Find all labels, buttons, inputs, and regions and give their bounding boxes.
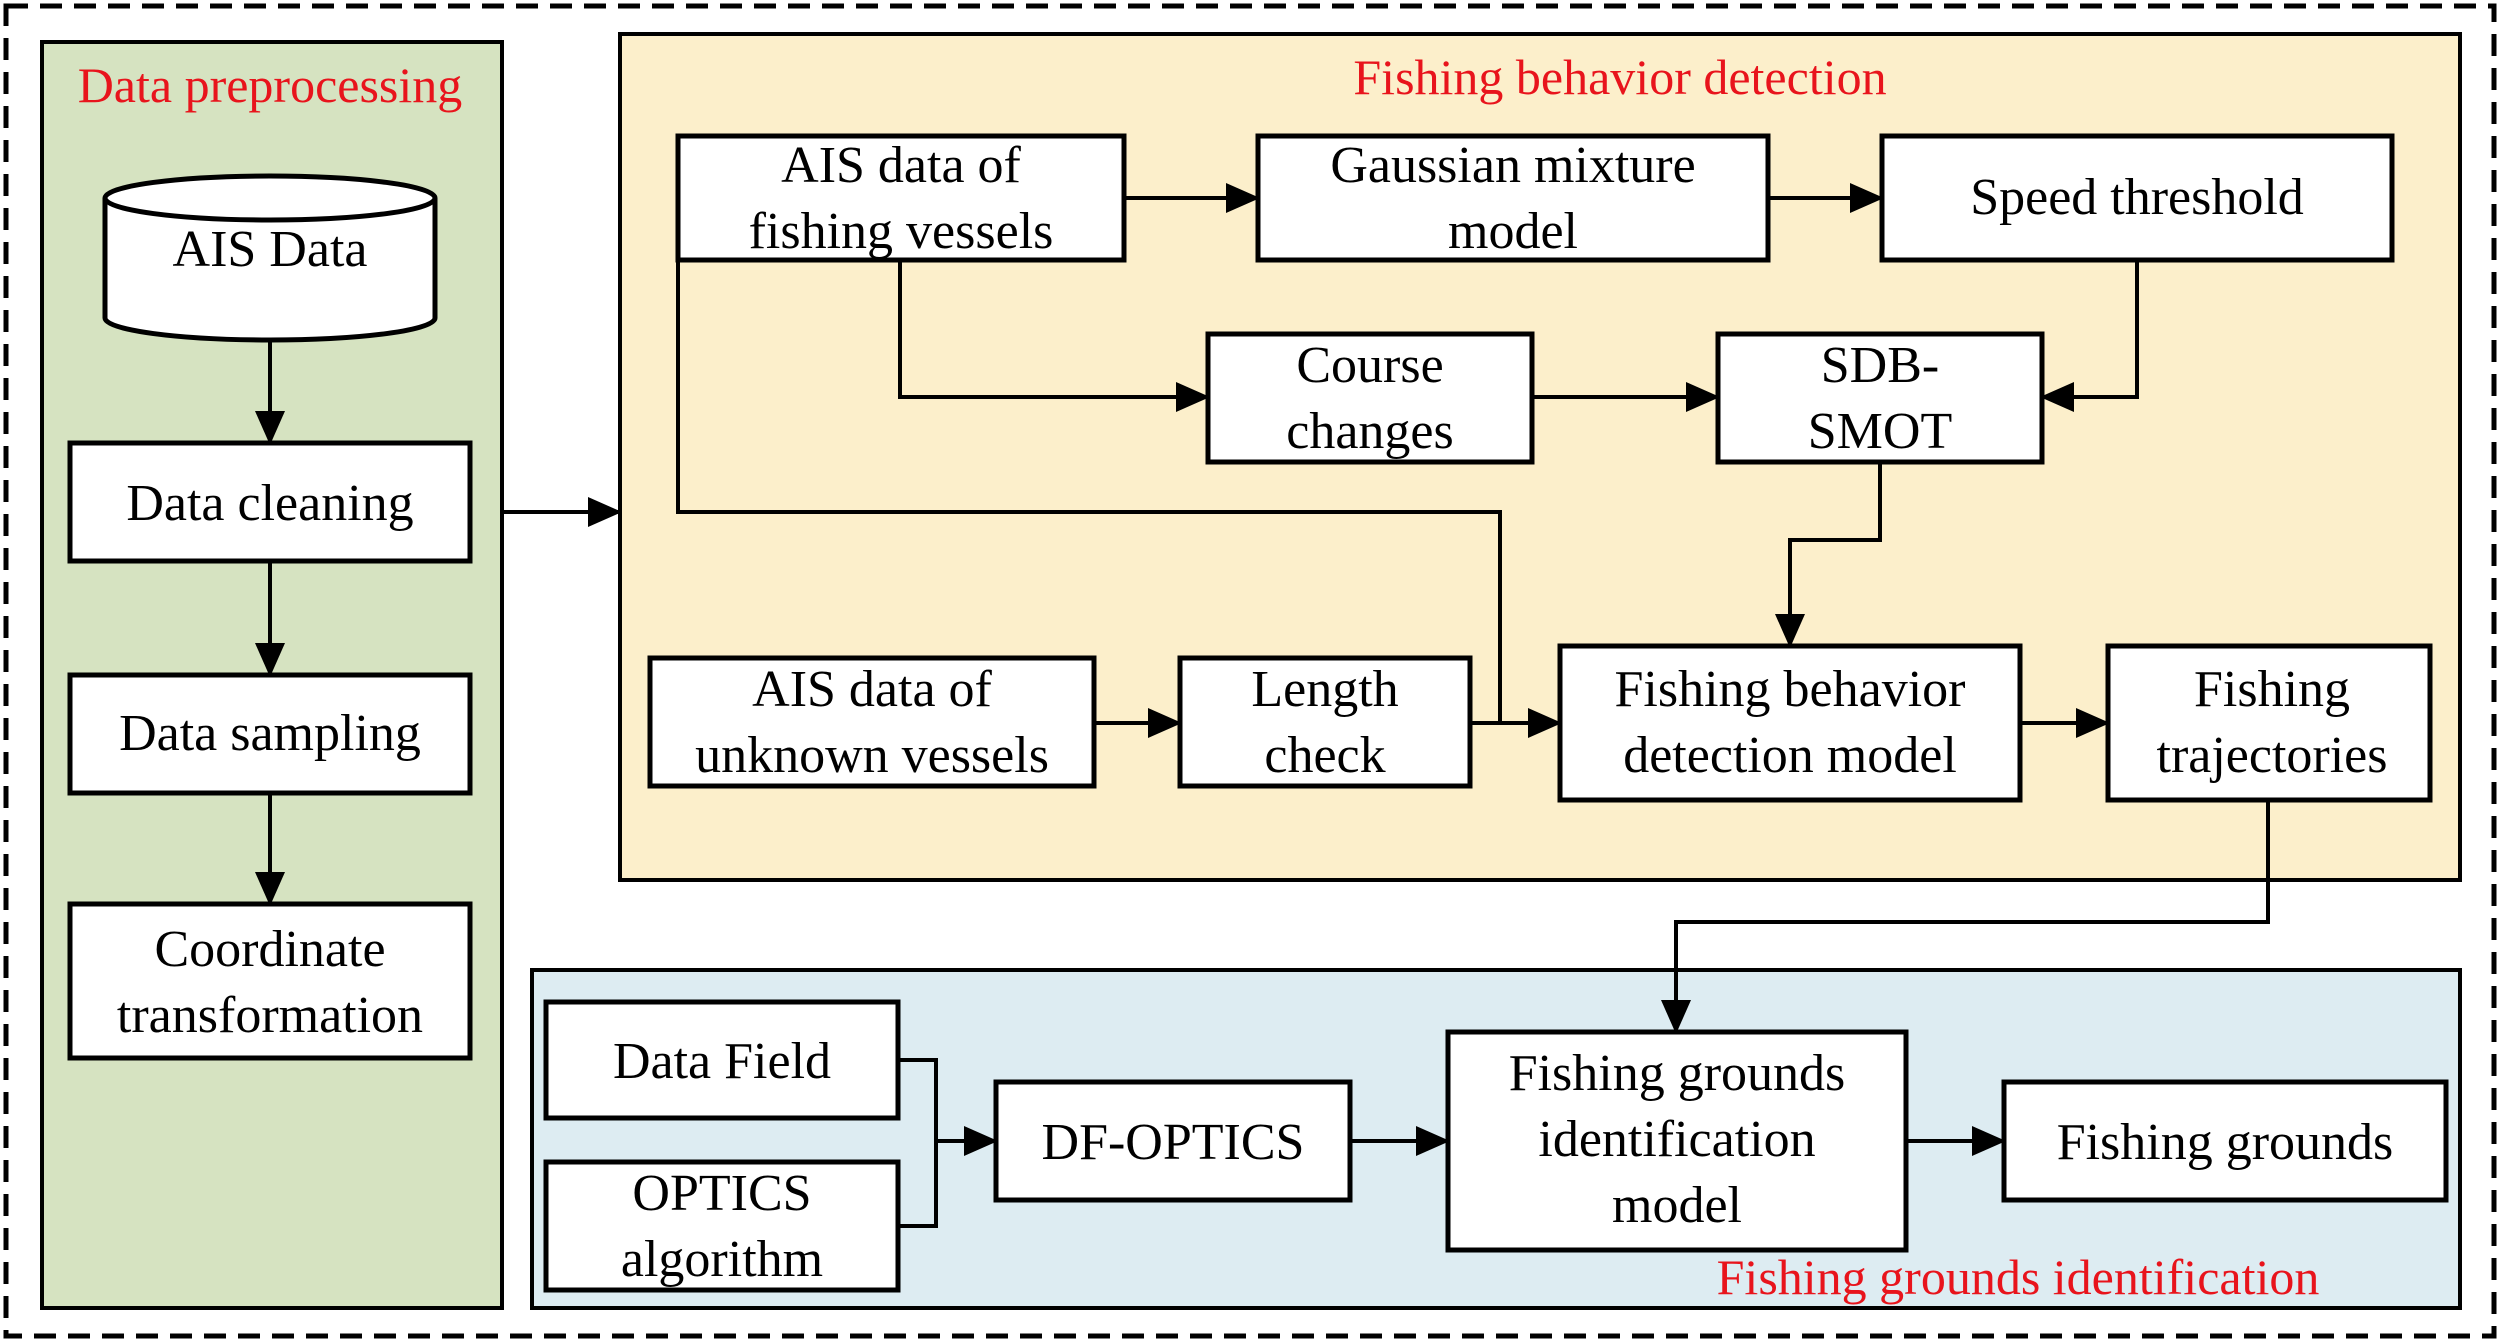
edge-sdbsmot-to-detectionmodel: [1775, 462, 1882, 648]
detection-title: Fishing behavior detection: [1353, 49, 1886, 105]
fishing-grounds-label: Fishing grounds: [2057, 1114, 2394, 1171]
ais-data-database: [102, 173, 438, 343]
data-cleaning-label: Data cleaning: [126, 475, 413, 532]
speed-threshold-label: Speed threshold: [1970, 169, 2304, 226]
edge-datafield-merge: [898, 1058, 938, 1141]
edge-aisfishing-to-course: [898, 260, 1210, 412]
data-field-box: [543, 999, 901, 1121]
ais-data-label: AIS Data: [173, 221, 368, 278]
edge-trajectories-to-identification: [1661, 800, 2270, 1034]
length-check-box: [1177, 655, 1473, 789]
outer-dashed-frame: [3, 3, 2497, 1339]
sdb-smot-label: SDB-SMOT: [1808, 337, 1952, 460]
df-optics-label: DF-OPTICS: [1042, 1114, 1305, 1171]
data-sampling-box: [67, 672, 473, 796]
data-sampling-label: Data sampling: [119, 705, 421, 762]
sdb-smot-box: [1715, 331, 2045, 465]
edge-speed-to-sdbsmot: [2040, 260, 2139, 412]
fishing-behavior-detection-model-box: [1557, 643, 2023, 803]
course-changes-box: [1205, 331, 1535, 465]
identification-title: Fishing grounds identification: [1717, 1249, 2320, 1305]
edge-optics-merge: [898, 1141, 938, 1228]
preprocessing-title: Data preprocessing: [78, 57, 463, 113]
data-field-label: Data Field: [613, 1033, 831, 1090]
coordinate-transformation-box: [67, 901, 473, 1061]
edge-aisfishing-to-detectionmodel: [676, 260, 1502, 723]
gaussian-mixture-model-box: [1255, 133, 1771, 263]
